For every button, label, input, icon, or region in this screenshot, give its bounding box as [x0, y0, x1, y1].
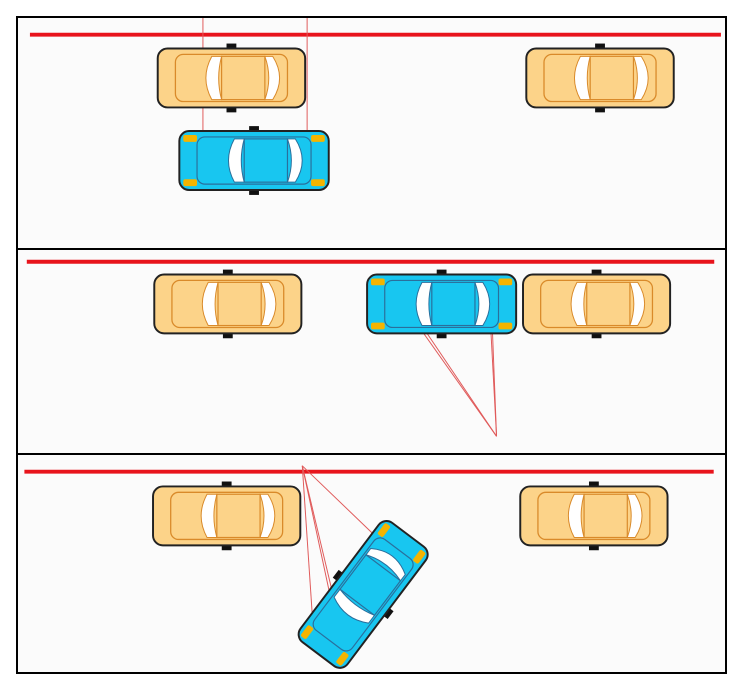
step-1-panel — [16, 16, 727, 250]
parked-car — [152, 480, 302, 552]
step-2-diagram — [26, 259, 715, 437]
parked-car — [522, 268, 672, 340]
maneuvering-car — [289, 513, 437, 672]
parked-car — [153, 268, 303, 340]
step-3-panel — [16, 453, 727, 674]
step-3-diagram — [24, 465, 714, 672]
guide-line — [301, 465, 313, 613]
maneuvering-car — [178, 125, 330, 196]
guide-line — [301, 465, 335, 613]
parked-car — [525, 42, 675, 114]
step-1-diagram — [29, 18, 721, 196]
guide-line — [301, 465, 379, 539]
guide-line — [416, 318, 497, 437]
parked-car — [156, 42, 307, 114]
maneuvering-car — [366, 268, 518, 340]
guide-line — [490, 326, 498, 437]
parked-car — [519, 480, 669, 552]
step-2-panel — [16, 248, 727, 455]
